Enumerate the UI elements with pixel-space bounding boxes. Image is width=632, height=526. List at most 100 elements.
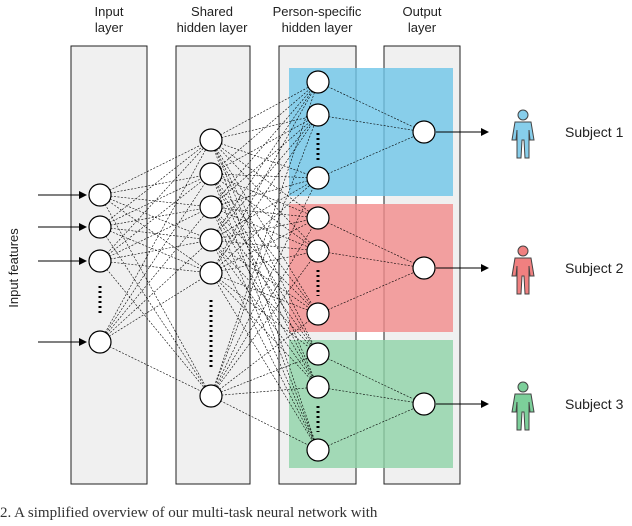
connection-line (99, 260, 212, 397)
person-specific-node (306, 302, 330, 326)
person-specific-node (306, 239, 330, 263)
connection-line (317, 114, 425, 133)
connection-line (210, 139, 319, 355)
connection-line (99, 239, 212, 343)
connection-line (99, 173, 212, 196)
connection-line (317, 131, 425, 179)
output-node (412, 392, 436, 416)
connection-line (210, 177, 319, 397)
input-arrows (38, 191, 87, 346)
connection-line (210, 139, 319, 315)
connection-line (210, 81, 319, 141)
person-specific-node (306, 103, 330, 127)
subject-label-3: Subject 3 (565, 396, 624, 412)
connection-line (317, 386, 425, 405)
connection-line (210, 81, 319, 241)
connection-line (210, 139, 319, 179)
shared-hidden-node (199, 195, 223, 219)
output-layer-title-2: layer (408, 20, 437, 35)
person-layer-title-1: Person-specific (273, 4, 362, 19)
connection-line (99, 139, 212, 228)
connection-line (210, 206, 319, 355)
connection-line (210, 139, 319, 219)
connection-line (210, 173, 319, 252)
person-specific-node (306, 206, 330, 230)
connection-line (210, 173, 319, 315)
connection-line (99, 206, 212, 343)
connection-line (99, 226, 212, 241)
connection-line (210, 217, 319, 397)
connection-line (317, 267, 425, 315)
connection-line (210, 81, 319, 397)
connection-line (99, 173, 212, 262)
connection-line (210, 177, 319, 208)
connection-line (210, 114, 319, 274)
connection-line (210, 173, 319, 179)
connection-line (210, 272, 319, 315)
connection-line (99, 272, 212, 343)
input-node (88, 330, 112, 354)
connection-line (99, 226, 212, 274)
person-head (517, 245, 529, 257)
connection-line (210, 177, 319, 274)
person-specific-node (306, 342, 330, 366)
output-node (412, 256, 436, 280)
connection-line (210, 239, 319, 315)
shared-hidden-node (199, 162, 223, 186)
person-specific-node (306, 166, 330, 190)
connection-line (210, 217, 319, 274)
connection-line (99, 194, 212, 274)
input-node (88, 249, 112, 273)
connection-line (210, 206, 319, 252)
connection-line (210, 239, 319, 451)
person-specific-node (306, 438, 330, 462)
connection-line (210, 139, 319, 451)
connection-line (210, 173, 319, 219)
connection-line (99, 139, 212, 262)
connection-line (210, 250, 319, 274)
connection-line (210, 81, 319, 175)
shared-layer-title-1: Shared (191, 4, 233, 19)
ellipsis-marks (98, 133, 320, 432)
connections (99, 81, 425, 451)
output-node (412, 120, 436, 144)
input-layer-title-2: layer (95, 20, 124, 35)
shared-hidden-node (199, 228, 223, 252)
connection-line (210, 206, 319, 219)
output-layer-title-1: Output (402, 4, 441, 19)
connection-line (99, 194, 212, 208)
shared-hidden-node (199, 384, 223, 408)
subject-label-1: Subject 1 (565, 124, 624, 140)
shared-hidden-node (199, 261, 223, 285)
connection-line (99, 206, 212, 262)
figure-caption: 2. A simplified overview of our multi-ta… (0, 505, 378, 521)
subject-label-2: Subject 2 (565, 260, 624, 276)
connection-line (210, 114, 319, 141)
connection-line (210, 177, 319, 241)
output-arrows (436, 128, 489, 408)
connection-line (99, 206, 212, 228)
person-head (517, 109, 529, 121)
person-icon-subject-3 (511, 381, 535, 431)
connection-line (99, 226, 212, 397)
connection-line (210, 114, 319, 397)
input-layer-title-1: Input (95, 4, 124, 19)
person-icon-subject-1 (511, 109, 535, 159)
input-node (88, 183, 112, 207)
person-body (511, 257, 535, 295)
connection-line (99, 341, 212, 397)
connection-line (210, 139, 319, 252)
connection-line (317, 250, 425, 269)
connection-line (210, 272, 319, 451)
connection-line (210, 272, 319, 355)
connection-line (210, 81, 319, 208)
connection-line (210, 81, 319, 274)
connection-line (210, 239, 319, 388)
person-icon-subject-2 (511, 245, 535, 295)
connection-line (210, 206, 319, 451)
connection-line (210, 173, 319, 451)
connection-line (210, 217, 319, 241)
person-body (511, 121, 535, 159)
input-node (88, 215, 112, 239)
connection-line (210, 239, 319, 355)
